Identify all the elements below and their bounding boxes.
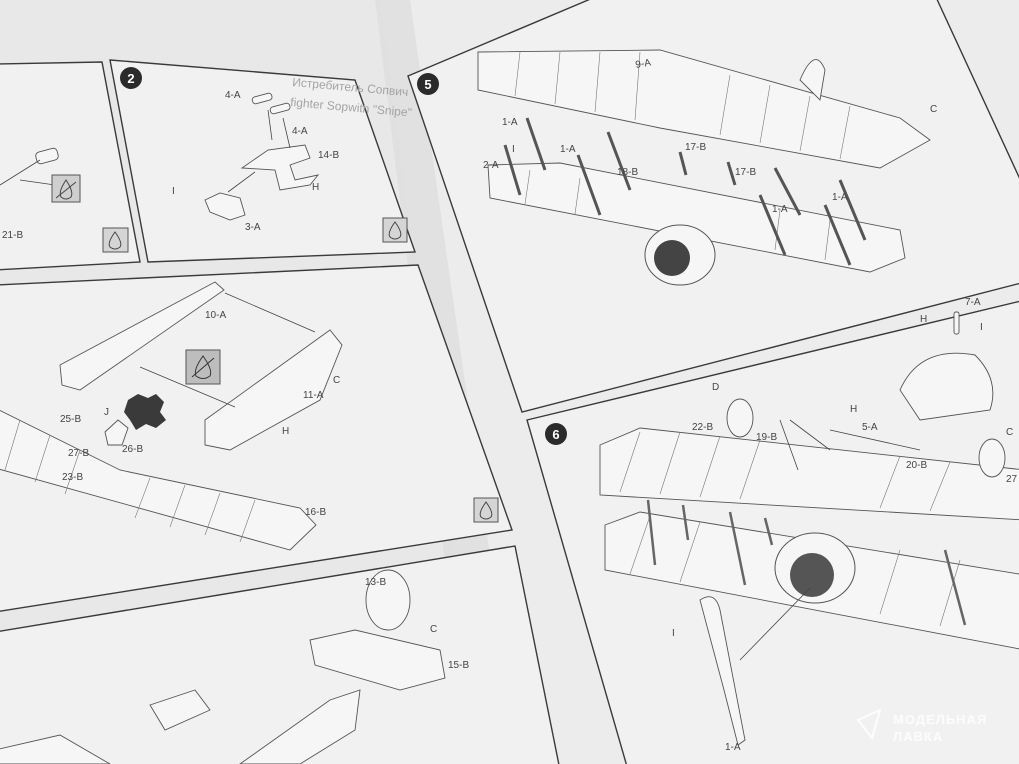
part-14b [240,144,320,191]
part-label: 2-A [483,160,499,171]
part-7a [953,311,960,335]
no-glue-icon [51,174,81,203]
part-label: C [1006,427,1013,438]
part-label: 1-A [832,192,848,203]
part-3a [204,192,246,221]
part-label: J [104,407,109,418]
part-label: 17-B [735,167,756,178]
part-label: 14-B [318,150,339,161]
no-glue-icon [185,349,221,385]
part-label: 19-B [756,432,777,443]
part-label: H [312,182,319,193]
panel-step-3: 10-A 11-A C H J 25-B 26-B 27-B 23-B 16-B [0,264,513,612]
part-9a-upper-wing [477,49,931,169]
watermark-line1: МОДЕЛЬНАЯ [893,712,987,727]
part-label: 26-B [122,444,143,455]
part-label: 11-A [303,390,324,401]
part-label: C [930,104,937,115]
part-label: H [282,426,289,437]
part-label: 1-A [560,144,576,155]
part-label: 10-A [205,310,226,321]
part-4a [269,102,291,115]
part-engine-cowling [644,224,716,286]
step-number: 5 [424,77,431,92]
part-engine-cowling [774,532,856,604]
part-label: 27 [1006,474,1018,485]
part-15b [309,629,446,691]
step-number-badge [120,67,142,89]
part-label: C [430,624,437,635]
part-label: 1-A [772,204,788,215]
part-wheel-d [726,398,754,438]
part-label: 15-B [448,660,469,671]
part-label: 16-B [305,507,326,518]
glue-icon [473,497,499,523]
part-label: I [672,628,675,639]
part-11a [204,329,343,451]
part-label: 7-A [965,297,981,308]
part-label: 25-B [60,414,81,425]
part-small-assembly [149,689,211,731]
part-label: 13-B [365,577,386,588]
part-fuselage [239,689,361,764]
step-number-badge [545,423,567,445]
part-21-b [0,147,59,186]
part-label: 27-B [68,448,89,459]
part-propeller [699,596,746,746]
part-label: I [512,144,515,155]
part-tail-fin [799,59,826,101]
watermark-logo-icon [856,708,882,741]
interplane-struts [646,499,967,626]
struts [503,117,867,266]
part-label: 4-A [292,126,308,137]
part-label: 23-B [62,472,83,483]
watermark: МОДЕЛЬНАЯ ЛАВКА [856,708,987,744]
panel-step-1: 21-B [0,61,141,271]
glue-icon [382,217,408,243]
part-label: 9-A [635,57,653,71]
part-label: 17-B [685,142,706,153]
part-label: 3-A [245,222,261,233]
part-label: 5-A [862,422,878,433]
panel-step-6: 6 7-A H I D [526,297,1019,764]
part-label: H [850,404,857,415]
part-4a [251,92,273,105]
step-number: 2 [127,71,134,86]
part-wheel-c [978,438,1006,478]
part-label: H [920,314,927,325]
part-label: I [980,322,983,333]
part-label: D [712,382,719,393]
panel-step-2: 2 4-A 4-A 14-B H I 3-A [109,59,416,263]
part-16b-lower-wing [0,409,317,551]
part-wing [0,734,111,764]
part-label: 21-B [2,230,23,241]
part-label: 18-B [617,167,638,178]
part-upper-wing [599,427,1019,521]
panel-step-4: 13-B C 15-B [0,545,560,764]
part-label: 1-A [725,742,741,753]
part-label: 22-B [692,422,713,433]
part-label: C [333,375,340,386]
part-13b [365,569,411,631]
step-number-badge [417,73,439,95]
part-label: I [172,186,175,197]
glue-icon [102,227,129,253]
part-10a [59,281,225,391]
part-label: 1-A [502,117,518,128]
part-seat [104,419,129,446]
part-tailplane [899,352,994,421]
panel-step-5: 5 9-A C [407,0,1019,413]
part-engine [124,394,166,430]
step-number: 6 [552,427,559,442]
part-label: 4-A [225,90,241,101]
watermark-line2: ЛАВКА [893,729,943,744]
part-label: 20-B [906,460,927,471]
